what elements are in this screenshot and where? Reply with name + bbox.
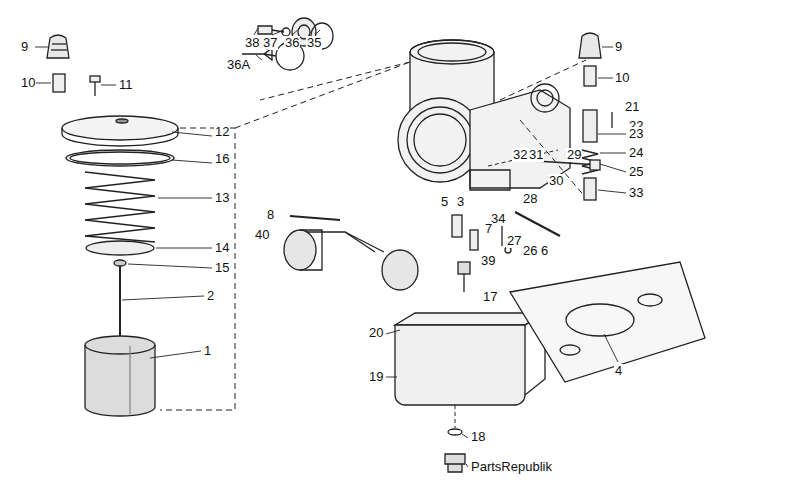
callout-number: 19 [368,370,384,384]
callout-number: 29 [566,148,582,162]
callout-number: PartsRepublik [470,460,553,474]
callout-number: 5 [440,195,449,209]
callout-number: 20 [368,326,384,340]
callout-number: 40 [254,228,270,242]
callout-number: 10 [614,71,630,85]
callout-number: 23 [628,127,644,141]
callout-number: 2 [206,289,215,303]
callout-number: 18 [470,430,486,444]
callout-number: 33 [628,186,644,200]
callout-number: 6 [540,244,549,258]
callout-number: 32 [512,148,528,162]
callout-number: 25 [628,165,644,179]
callout-number: 12 [214,125,230,139]
callout-number: 37 [262,36,278,50]
callout-number: 35 [306,36,322,50]
callout-number: 36 [284,36,300,50]
callout-number: 16 [214,152,230,166]
callout-number: 11 [118,78,134,92]
callout-number: 3 [456,195,465,209]
callout-number: 7 [484,222,493,236]
callout-number: 28 [522,192,538,206]
callout-number: 9 [20,40,29,54]
callout-number: 1 [203,344,212,358]
callout-number: 39 [480,254,496,268]
callout-number: 30 [548,174,564,188]
callout-number: 36A [226,58,251,72]
callout-number: 4 [614,364,623,378]
callout-number: 15 [214,261,230,275]
callout-number: 17 [482,290,498,304]
callout-number: 21 [624,100,640,114]
callout-number: 31 [528,148,544,162]
callout-number: 9 [614,40,623,54]
callout-number: 10 [20,76,36,90]
callout-number: 14 [214,241,230,255]
callout-number: 26 [522,244,538,258]
callout-number: 8 [266,208,275,222]
callout-number: 38 [244,36,260,50]
callout-number: 27 [506,234,522,248]
callout-number: 13 [214,191,230,205]
callout-number: 24 [628,146,644,160]
